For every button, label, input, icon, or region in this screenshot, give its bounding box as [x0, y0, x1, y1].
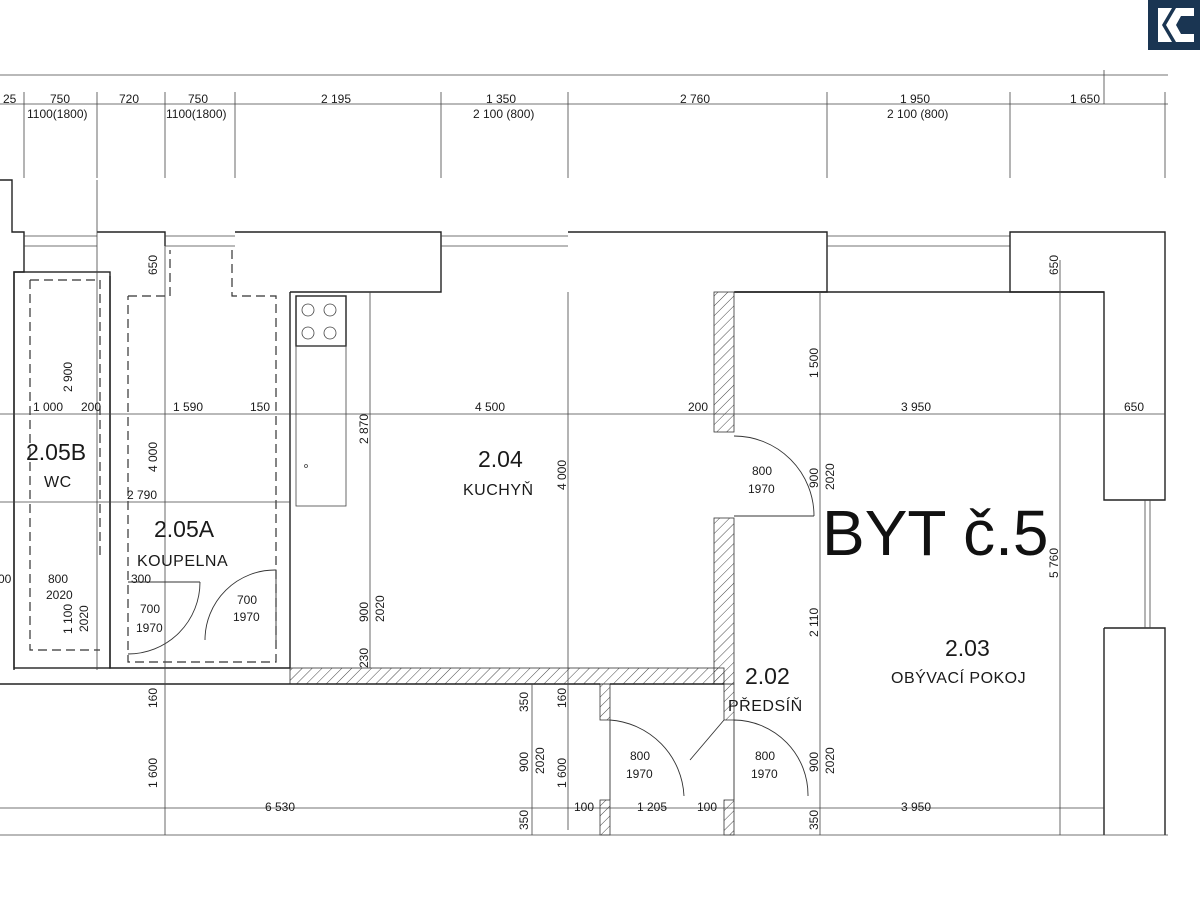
wall-hatch-kitchen-right-bottom: [713, 517, 735, 685]
door-hall-height: 1970: [626, 767, 653, 781]
wall-hatch-kitchen-bottom: [289, 667, 725, 685]
dim-1205: 1 205: [637, 800, 667, 814]
dim-v-2020d: 2020: [533, 747, 547, 774]
room-number-kitchen: 2.04: [478, 446, 523, 472]
dim-v-4000b: 4 000: [555, 460, 569, 490]
dim-top-1650: 1 650: [1070, 92, 1100, 106]
dim-6530: 6 530: [265, 800, 295, 814]
dim-v-2900: 2 900: [61, 362, 75, 392]
room-name-bathroom: KOUPELNA: [137, 553, 228, 570]
room-number-bathroom: 2.05A: [154, 516, 215, 542]
room-number-living: 2.03: [945, 635, 990, 661]
dim-200b: 200: [688, 400, 708, 414]
dim-v-1600b: 1 600: [555, 758, 569, 788]
door-wc-offset: 300: [131, 572, 151, 586]
door-bath-width: 700: [140, 602, 160, 616]
door-bath-height: 1970: [136, 621, 163, 635]
dim-1000: 1 000: [33, 400, 63, 414]
wall-hatch-hall-right-b: [723, 799, 735, 836]
room-name-living: OBÝVACÍ POKOJ: [891, 668, 1026, 687]
dim-v-900b: 900: [807, 468, 821, 488]
dim-v-2020b: 2020: [373, 595, 387, 622]
room-number-wc: 2.05B: [26, 439, 86, 465]
door-bath2-width: 700: [237, 593, 257, 607]
dim-v-650a: 650: [146, 255, 160, 275]
grid-lines: [0, 180, 1168, 836]
dim-v-2110: 2 110: [807, 608, 821, 637]
dim-top-25: 25: [3, 92, 17, 106]
dim-150: 150: [250, 400, 270, 414]
dim-v-350c: 350: [807, 810, 821, 830]
dim-3950b: 3 950: [901, 800, 931, 814]
dim-v-350a: 350: [517, 692, 531, 712]
dim-650: 650: [1124, 400, 1144, 414]
dim-v-4000a: 4 000: [146, 442, 160, 472]
door-kitchen-height: 1970: [748, 482, 775, 496]
dim-v-5760: 5 760: [1047, 548, 1061, 578]
dim-top-720: 720: [119, 92, 139, 106]
vertical-dimensions: 650 2 900 4 000 2 870 4 000 1 500 2 110 …: [61, 255, 1061, 830]
dim-left-cut: 00: [0, 572, 12, 586]
dim-bath-length: 2 790: [127, 488, 157, 502]
dim-200a: 200: [81, 400, 101, 414]
wall-hatch-kitchen-right-top: [713, 291, 735, 433]
dim-100b: 100: [697, 800, 717, 814]
dim-v-160b: 160: [555, 688, 569, 708]
dim-window-1100b: 1100(1800): [166, 107, 227, 121]
dim-v-900a: 900: [357, 602, 371, 622]
wall-hatch-hall-left: [599, 683, 611, 721]
door-bath2-height: 1970: [233, 610, 260, 624]
dim-v-1100: 1 100: [61, 604, 75, 634]
dim-1590: 1 590: [173, 400, 203, 414]
dim-3950a: 3 950: [901, 400, 931, 414]
wall-hatch-hall-right: [723, 683, 735, 721]
dim-top-1350: 1 350: [486, 92, 516, 106]
doors: [127, 435, 815, 800]
dim-top-1950: 1 950: [900, 92, 930, 106]
dim-top-2760: 2 760: [680, 92, 710, 106]
dim-v-2020c: 2020: [823, 463, 837, 490]
dim-v-900c: 900: [517, 752, 531, 772]
dim-v-650b: 650: [1047, 255, 1061, 275]
door-wc-width: 800: [48, 572, 68, 586]
dim-v-230: 230: [357, 648, 371, 668]
door-entry-width: 800: [755, 749, 775, 763]
door-kitchen-width: 800: [752, 464, 772, 478]
room-name-kitchen: KUCHYŇ: [463, 480, 534, 499]
door-hall-width: 800: [630, 749, 650, 763]
dim-window-2100a: 2 100 (800): [473, 107, 534, 121]
door-wc-height: 2020: [46, 588, 73, 602]
wall-hatch-hall-left-b: [599, 799, 611, 836]
room-name-hall: PŘEDSÍŇ: [728, 696, 803, 715]
dim-v-2020e: 2020: [823, 747, 837, 774]
company-logo-icon: [1148, 0, 1200, 50]
dim-v-1500: 1 500: [807, 348, 821, 378]
dim-top-2195: 2 195: [321, 92, 351, 106]
dim-window-1100a: 1100(1800): [27, 107, 88, 121]
door-entry-height: 1970: [751, 767, 778, 781]
kitchen-room: [290, 291, 370, 507]
dim-window-2100b: 2 100 (800): [887, 107, 948, 121]
room-number-hall: 2.02: [745, 663, 790, 689]
dim-top-750b: 750: [188, 92, 208, 106]
top-dimension-lines: [0, 70, 1168, 178]
dim-v-350b: 350: [517, 810, 531, 830]
room-name-wc: WC: [44, 474, 72, 491]
dim-v-900d: 900: [807, 752, 821, 772]
dim-v-2020a: 2020: [77, 605, 91, 632]
dim-4500: 4 500: [475, 400, 505, 414]
dim-top-750a: 750: [50, 92, 70, 106]
dim-100a: 100: [574, 800, 594, 814]
apartment-title: BYT č.5: [822, 497, 1048, 569]
dim-v-160a: 160: [146, 688, 160, 708]
bathroom-room: [109, 250, 291, 669]
dim-v-2870: 2 870: [357, 414, 371, 444]
dim-v-1600a: 1 600: [146, 758, 160, 788]
